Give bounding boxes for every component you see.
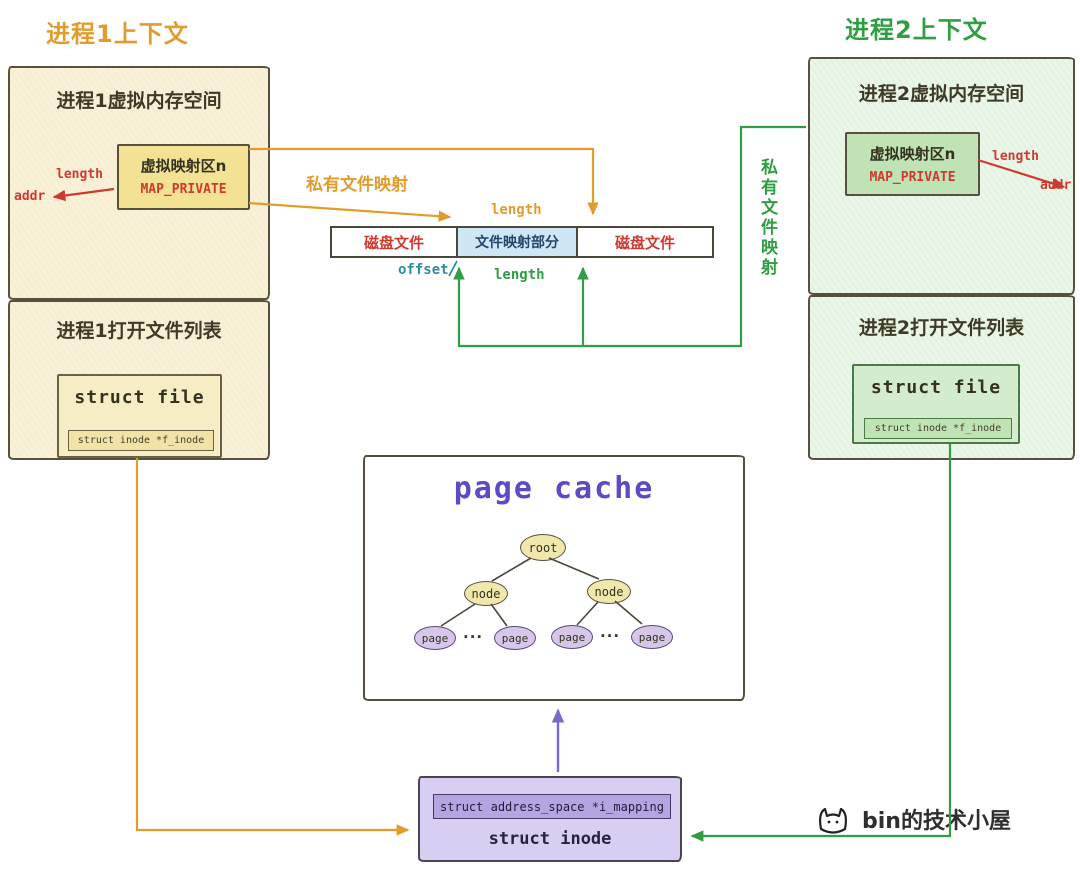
disk-file-right-segment: 磁盘文件 bbox=[576, 226, 714, 258]
watermark-text: bin的技术小屋 bbox=[862, 809, 1011, 834]
offset-tick bbox=[448, 260, 458, 277]
page-ellipsis-left: ··· bbox=[463, 628, 484, 646]
arrow-private-map-left-bottom bbox=[248, 201, 452, 222]
watermark: bin的技术小屋 bbox=[812, 800, 1011, 838]
page-node-1: page bbox=[414, 626, 456, 650]
process2-addr-label: addr bbox=[1040, 178, 1072, 193]
page-cache-title: page cache bbox=[453, 471, 655, 506]
process2-f-inode-field: struct inode *f_inode bbox=[864, 418, 1012, 439]
struct-inode-box: struct address_space *i_mapping struct i… bbox=[418, 776, 682, 862]
page-node-3: page bbox=[551, 625, 593, 649]
process1-map-private-flag: MAP_PRIVATE bbox=[140, 182, 227, 197]
process1-vm-space-box: 进程1虚拟内存空间 虚拟映射区n MAP_PRIVATE length addr bbox=[8, 66, 270, 300]
process1-open-files-box: 进程1打开文件列表 struct file struct inode *f_in… bbox=[8, 300, 270, 460]
disk-file-left-segment: 磁盘文件 bbox=[330, 226, 458, 258]
i-mapping-field: struct address_space *i_mapping bbox=[433, 794, 671, 819]
watermark-cat-logo-icon bbox=[812, 800, 854, 838]
disk-file-bar: 磁盘文件 文件映射部分 磁盘文件 bbox=[330, 226, 714, 258]
process1-struct-file-label: struct file bbox=[74, 387, 205, 408]
length-bottom-label: length bbox=[494, 267, 545, 283]
offset-label: offset bbox=[398, 262, 449, 278]
process1-f-inode-field: struct inode *f_inode bbox=[68, 430, 214, 451]
process2-vma-box: 虚拟映射区n MAP_PRIVATE bbox=[845, 132, 980, 196]
radix-tree-node-right: node bbox=[587, 579, 631, 604]
process1-vm-space-title: 进程1虚拟内存空间 bbox=[56, 90, 222, 112]
private-mapping-label-left: 私有文件映射 bbox=[306, 175, 408, 195]
file-mapped-segment: 文件映射部分 bbox=[456, 226, 578, 258]
private-mapping-label-right: 私有文件映射 bbox=[757, 158, 777, 278]
page-node-2: page bbox=[494, 626, 536, 650]
page-ellipsis-right: ··· bbox=[600, 627, 621, 645]
process2-vm-space-box: 进程2虚拟内存空间 虚拟映射区n MAP_PRIVATE length addr bbox=[808, 57, 1075, 295]
process2-open-files-box: 进程2打开文件列表 struct file struct inode *f_in… bbox=[808, 295, 1075, 460]
struct-inode-label: struct inode bbox=[488, 829, 612, 849]
process2-vm-space-title: 进程2虚拟内存空间 bbox=[858, 83, 1025, 105]
process2-open-files-title: 进程2打开文件列表 bbox=[858, 317, 1025, 339]
process1-length-label: length bbox=[56, 167, 103, 182]
process2-map-private-flag: MAP_PRIVATE bbox=[869, 170, 956, 185]
process2-struct-file-box: struct file struct inode *f_inode bbox=[852, 364, 1020, 444]
process2-context-title: 进程2上下文 bbox=[845, 16, 988, 44]
process2-vma-label: 虚拟映射区n bbox=[869, 145, 956, 163]
process1-context-title: 进程1上下文 bbox=[46, 20, 189, 48]
process1-struct-file-box: struct file struct inode *f_inode bbox=[57, 374, 222, 458]
page-cache-box: page cache root node node page ··· page … bbox=[363, 455, 745, 701]
process1-addr-label: addr bbox=[14, 189, 46, 204]
radix-tree-node-left: node bbox=[464, 581, 508, 606]
process2-length-label: length bbox=[992, 149, 1039, 164]
process1-vma-box: 虚拟映射区n MAP_PRIVATE bbox=[117, 144, 250, 210]
process1-open-files-title: 进程1打开文件列表 bbox=[56, 320, 222, 342]
process1-vma-label: 虚拟映射区n bbox=[140, 157, 227, 175]
radix-tree-root-node: root bbox=[520, 534, 566, 561]
process2-struct-file-label: struct file bbox=[870, 377, 1002, 398]
length-top-label: length bbox=[491, 202, 542, 218]
page-node-4: page bbox=[631, 625, 673, 649]
